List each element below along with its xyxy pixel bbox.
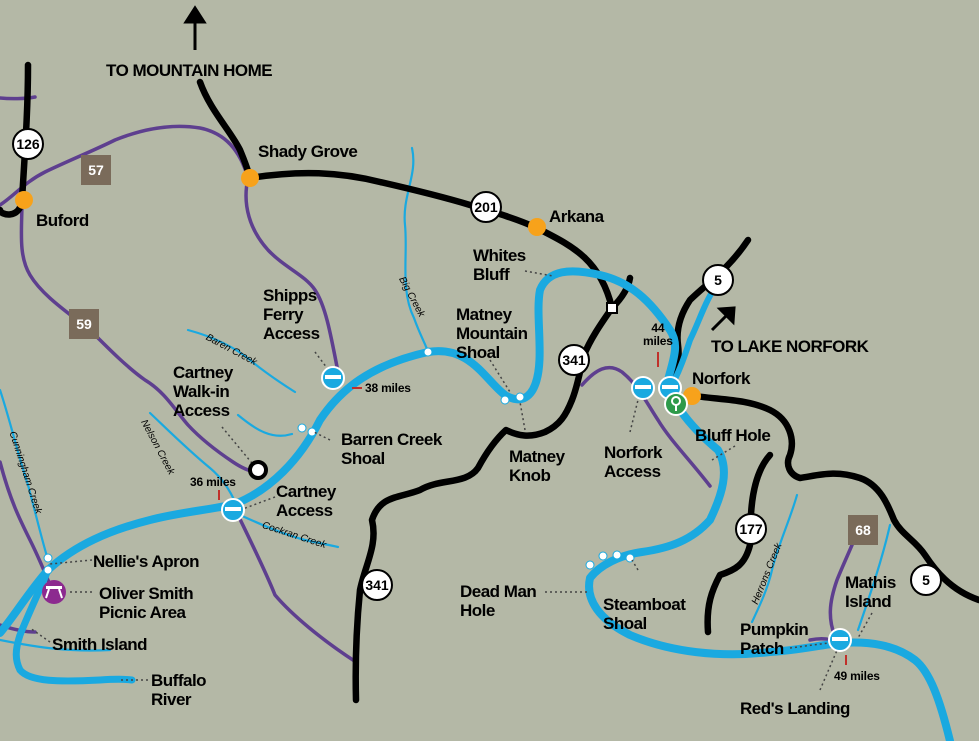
road-57 [0, 124, 250, 207]
route-59-shield: 59 [69, 309, 99, 339]
shoal-dot [307, 427, 317, 437]
label-cartney-access: Cartney Access [276, 482, 336, 520]
mileage-44: 44 miles [643, 321, 673, 348]
label-pumpkin-patch: Pumpkin Patch [740, 620, 809, 658]
town-arkana: Arkana [549, 207, 604, 226]
boat-ramp-icon [828, 628, 852, 652]
label-mathis-island: Mathis Island [845, 573, 896, 611]
mileage-36: 36 miles [190, 475, 236, 489]
label-reds-landing: Red's Landing [740, 699, 850, 718]
route-126-shield: 126 [12, 128, 44, 160]
route-5-south-shield: 5 [910, 564, 942, 596]
label-buffalo-river: Buffalo River [151, 671, 207, 709]
label-steamboat-shoal: Steamboat Shoal [603, 595, 686, 633]
highway-177 [704, 451, 774, 636]
label-matney-knob: Matney Knob [509, 447, 565, 485]
arrows [183, 5, 736, 332]
mileage-38: 38 miles [365, 381, 411, 395]
shoal-dot [515, 392, 525, 402]
town-shady-grove: Shady Grove [258, 142, 358, 161]
campground-icon [664, 392, 688, 416]
label-smith-island: Smith Island [52, 635, 148, 654]
shoal-dot [585, 560, 595, 570]
label-whites-bluff: Whites Bluff [473, 246, 526, 284]
smith-creek-line [0, 638, 112, 652]
shoal-dot [297, 423, 307, 433]
highway-norfork-east [686, 391, 979, 604]
herrons-creek-line [750, 493, 799, 624]
shoal-dot [598, 551, 608, 561]
highway-arkana-norfork [533, 224, 616, 312]
arrow-northeast-icon [710, 306, 736, 332]
buffalo-river [12, 566, 136, 685]
cockran-creek-line [238, 513, 340, 549]
label-cartney-walkin-access: Cartney Walk-in Access [173, 363, 233, 420]
label-barren-creek-shoal: Barren Creek Shoal [341, 430, 442, 468]
town-norfork: Norfork [692, 369, 750, 388]
shoal-dot [43, 553, 53, 563]
label-norfork-access: Norfork Access [604, 443, 662, 481]
white-river [0, 267, 954, 741]
town-dot-buford [15, 191, 33, 209]
leader-lines [29, 270, 873, 691]
road-shady-grove-south [244, 176, 340, 374]
cunningham-creek-line [0, 388, 50, 562]
label-dead-man-hole: Dead Man Hole [460, 582, 537, 620]
mileage-ticks [218, 352, 847, 665]
nelson-creek-line [148, 411, 238, 506]
boat-access-icons [221, 366, 852, 652]
route-57-shield: 57 [81, 155, 111, 185]
road-59 [19, 198, 260, 474]
road-126-west [0, 95, 37, 101]
picnic-table-icon [42, 580, 66, 604]
to-mountain-home-label: TO MOUNTAIN HOME [106, 61, 273, 80]
walk-in-access-icon [248, 460, 268, 480]
shoal-dot [423, 347, 433, 357]
creeks [0, 146, 892, 652]
boat-ramp-icon [631, 376, 655, 400]
label-oliver-smith-picnic-area: Oliver Smith Picnic Area [99, 584, 194, 622]
route-68-shield: 68 [848, 515, 878, 545]
label-nellies-apron: Nellie's Apron [93, 552, 200, 571]
east-creek-line [856, 523, 892, 632]
town-markers [15, 169, 701, 405]
route-341-south-shield: 341 [361, 569, 393, 601]
road-cartney-south [236, 513, 358, 664]
baren-creek-branch [236, 413, 294, 437]
junction-marker [606, 302, 618, 314]
shoal-dot [43, 565, 53, 575]
label-bluff-hole: Bluff Hole [695, 426, 771, 445]
label-matney-mountain-shoal: Matney Mountain Shoal [456, 305, 528, 362]
north-fork-river [669, 277, 723, 388]
town-dot-norfork [683, 387, 701, 405]
boat-ramp-icon [321, 366, 345, 390]
route-201-shield: 201 [470, 191, 502, 223]
shoal-dot [612, 550, 622, 560]
arrow-up-icon [183, 5, 207, 50]
highway-126 [0, 61, 32, 218]
baren-creek-line [186, 328, 297, 394]
town-dot-shady-grove [241, 169, 259, 187]
shoal-dot [500, 395, 510, 405]
big-creek-line [403, 146, 430, 354]
boat-ramp-icon [221, 498, 245, 522]
rivers [0, 267, 954, 741]
label-shipps-ferry-access: Shipps Ferry Access [263, 286, 320, 343]
route-341-north-shield: 341 [558, 344, 590, 376]
town-dot-arkana [528, 218, 546, 236]
route-5-north-shield: 5 [702, 264, 734, 296]
to-lake-norfork-label: TO LAKE NORFORK [711, 337, 869, 356]
town-buford: Buford [36, 211, 89, 230]
mileage-49: 49 miles [834, 669, 880, 683]
shoal-markers [43, 347, 635, 575]
route-177-shield: 177 [735, 513, 767, 545]
